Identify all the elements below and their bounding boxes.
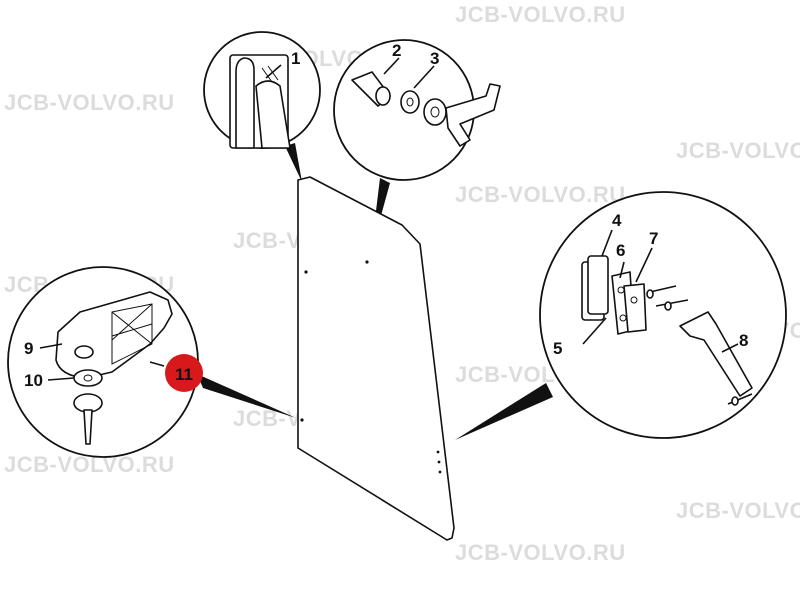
panel-hole: [437, 460, 441, 464]
pointer-wedge-3: [455, 383, 553, 440]
seal-strip: [235, 57, 255, 149]
callout-5: 5: [553, 339, 562, 358]
callout-10: 10: [24, 371, 43, 390]
pointer-wedge-1: [285, 143, 302, 182]
washer: [400, 90, 420, 114]
watermark-text: JCB-VOLVO.RU: [455, 2, 626, 27]
callout-11: 11: [175, 365, 193, 384]
seal-lip: [255, 80, 291, 149]
callout-3: 3: [430, 49, 439, 68]
panel-hole: [304, 270, 308, 274]
callout-6: 6: [616, 241, 625, 260]
glass-panel: [297, 176, 455, 541]
watermark-text: JCB-VOLVO.RU: [455, 182, 626, 207]
watermark-text: JCB-VOLVO.RU: [676, 498, 800, 523]
hinge-bolts: [649, 285, 689, 307]
callout-11-badge: [165, 354, 203, 392]
callout-8: 8: [739, 331, 748, 350]
detail-handle: 2 3: [333, 39, 501, 181]
detail-hinge: 4 6 7 5 8: [539, 191, 787, 439]
detail-catch: 9 10 11: [7, 266, 203, 458]
callout-4: 4: [612, 211, 622, 230]
catch-washer: [73, 369, 103, 387]
detail-seal: 1: [203, 31, 321, 149]
watermark-text: JCB-VOLVO.RU: [455, 540, 626, 565]
handle-lever: [445, 83, 501, 147]
panel-hole: [436, 450, 440, 454]
panel-hole: [438, 470, 442, 474]
pointer-wedge-4: [197, 374, 296, 418]
callout-2: 2: [392, 41, 401, 60]
callout-7: 7: [649, 229, 658, 248]
stay-arm: [679, 311, 753, 397]
panel-hole: [365, 260, 369, 264]
callout-1: 1: [291, 49, 300, 68]
watermark-text: JCB-VOLVO.RU: [676, 138, 800, 163]
stud-end: [375, 86, 391, 106]
hinge-bracket: [623, 283, 647, 333]
panel-hole: [300, 418, 304, 422]
catch-screw-shank: [83, 409, 93, 445]
rosette: [423, 98, 447, 126]
watermark-text: JCB-VOLVO.RU: [4, 90, 175, 115]
callout-9: 9: [24, 339, 33, 358]
